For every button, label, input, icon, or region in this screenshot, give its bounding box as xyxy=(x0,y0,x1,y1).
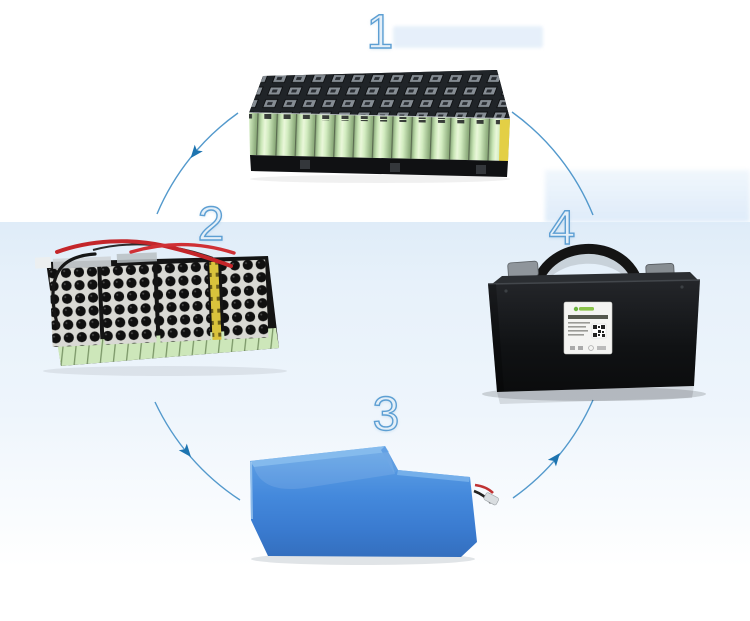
step2-wired-pack-image xyxy=(35,239,287,376)
label-title-bar xyxy=(568,315,608,319)
step4-handle xyxy=(532,243,642,289)
step-number-4: 4 xyxy=(548,202,576,255)
step2-yellow-strip xyxy=(209,261,222,340)
step3-blue-pack-image xyxy=(250,446,499,565)
arrow-step1-to-step2 xyxy=(156,112,239,215)
step2-shadow xyxy=(43,366,287,376)
step-number-1: 1 xyxy=(366,6,394,59)
label-qr-code xyxy=(591,323,607,339)
step3-output-wires xyxy=(473,483,499,506)
step1-yellow-endcap xyxy=(499,119,510,162)
step1-cells-front xyxy=(249,113,510,161)
arrowhead-step2 xyxy=(190,144,203,159)
arrowhead-step4 xyxy=(547,453,560,467)
step-number-3: 3 xyxy=(372,388,400,441)
step4-reflection xyxy=(497,386,694,404)
arrow-step4-to-step1 xyxy=(511,111,594,216)
background-patch-step1 xyxy=(393,26,543,48)
step4-battery-box-image xyxy=(482,243,706,404)
arrowhead-step3 xyxy=(178,443,191,457)
step-number-2: 2 xyxy=(197,198,225,251)
step3-gloss xyxy=(254,452,395,490)
step2-wires xyxy=(51,239,236,328)
label-logo-icon xyxy=(573,306,579,312)
step2-cells-bottom xyxy=(57,328,279,366)
step4-product-label xyxy=(563,301,613,355)
arrow-step3-to-step4 xyxy=(512,399,594,499)
step1-shadow xyxy=(250,175,510,183)
step1-cell-pack-image xyxy=(248,70,511,183)
step3-top-bevel xyxy=(250,446,389,467)
step1-base-frame xyxy=(250,155,508,177)
step2-busbar xyxy=(52,256,112,269)
arrow-step2-to-step3 xyxy=(154,401,241,501)
step2-cell-holders xyxy=(35,252,269,347)
background-patch-step4 xyxy=(545,170,750,222)
label-cert-mark xyxy=(570,346,575,350)
